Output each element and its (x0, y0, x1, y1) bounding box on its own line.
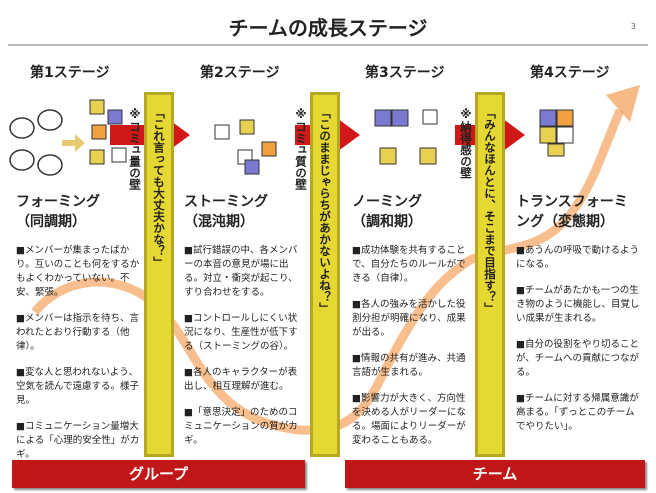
stage-4-header: 第4ステージ (530, 65, 610, 81)
stage-item: ■自分の役割をやり切ることが、チームへの貢献につながる。 (516, 339, 640, 378)
wall-pillar-2: 「このままじゃらちがあかないよね？」 ※コミュ質の壁 (294, 92, 340, 457)
stage-2-header: 第2ステージ (200, 65, 280, 81)
thought-bubbles-icon (9, 109, 63, 176)
stage-item: ■「意思決定」のためのコミュニケーションの質がカギ。 (184, 407, 298, 446)
stage-name: ノーミング (352, 194, 422, 210)
stage-item: ■チームがあたかも一つの生き物のように機能し、目覚しい成果が生まれる。 (516, 285, 640, 324)
stage-item: ■メンバーが集まったばかり。互いのことも何をするかもよくわかっていない。不安、緊… (16, 245, 140, 298)
stage-item: ■情報の共有が進み、共通言語が生まれる。 (352, 353, 466, 378)
stage-item: ■コミュニケーション量増大による「心理的安全性」がカギ。 (16, 421, 140, 460)
stage-3-header: 第3ステージ (365, 65, 445, 81)
wall-pillar-1: 「これ言っても大丈夫かな？」 ※コミュ量の壁 (128, 92, 174, 457)
page-number: 3 (630, 22, 636, 31)
stage-item: ■影響力が大きく、方向性を決める人がリーダーになる。場面によりリーダーが変わるこ… (352, 393, 467, 446)
stage-2-column: ストーミング （混沌期） ■試行錯誤の中、各メンバーの本音の意見が場に出る。対立・… (184, 192, 306, 460)
stage-item: ■各人の強みを活かした役割分担が明確になり、成果が出る。 (352, 299, 466, 338)
stage-item: ■チームに対する帰属意識が高まる。「ずっとこのチームでやりたい」。 (516, 393, 639, 432)
stage-item: ■コントロールしにくい状況になり、生産性が低下する（ストーミングの谷）。 (184, 313, 298, 352)
stage-item: ■メンバーは指示を待ち、言われたとおり行動する（他律）。 (16, 313, 139, 352)
stage-period: （同調期） (16, 214, 86, 230)
wall-note: ※コミュ質の壁 (294, 107, 308, 190)
stage-item: ■各人のキャラクターが表出し、相互理解が進む。 (184, 367, 298, 392)
stage-4-column: トランスフォーミング（変態期） ■あうんの呼吸で動けるようになる。 ■チームがあ… (516, 192, 641, 446)
team-bar: チーム (345, 460, 645, 488)
wall-pillar-3: 「みんなほんとに、そこまで目指す？」 ※納得感の壁 (459, 92, 505, 457)
puzzle-icons (9, 99, 574, 176)
page-title: チームの成長ステージ (8, 10, 648, 46)
wall-note: ※納得感の壁 (459, 107, 473, 179)
stage-item: ■試行錯誤の中、各メンバーの本音の意見が場に出る。対立・衝突が起こり、すり合わせ… (184, 245, 298, 298)
stage-period: （変態期） (544, 214, 614, 230)
small-arrow-icon (62, 134, 85, 152)
stage-name: フォーミング (16, 194, 100, 210)
stage-item: ■成功体験を共有することで、自分たちのルールができる（自律）。 (352, 245, 466, 284)
stage-1-header: 第1ステージ (30, 65, 110, 81)
stage-item: ■あうんの呼吸で動けるようになる。 (516, 245, 639, 270)
group-bar: グループ (12, 460, 305, 488)
stage-name: トランスフォーミング (516, 194, 628, 230)
curve-arrowhead (606, 85, 640, 122)
stage-1-column: フォーミング （同調期） ■メンバーが集まったばかり。互いのことも何をするかもよく… (16, 192, 141, 474)
wall-quote: 「このままじゃらちがあかないよね？」 (318, 107, 332, 314)
wall-quote: 「みんなほんとに、そこまで目指す？」 (483, 107, 497, 314)
stage-name: ストーミング (184, 194, 268, 210)
stage-period: （混沌期） (184, 214, 254, 230)
wall-note: ※コミュ量の壁 (128, 107, 142, 190)
stage-period: （調和期） (352, 214, 422, 230)
wall-quote: 「これ言っても大丈夫かな？」 (152, 107, 166, 268)
stage-item: ■変な人と思われないよう、空気を読んで遠慮する。様子見。 (16, 367, 140, 406)
stage-3-column: ノーミング （調和期） ■成功体験を共有することで、自分たちのルールができる（自律… (352, 192, 470, 460)
